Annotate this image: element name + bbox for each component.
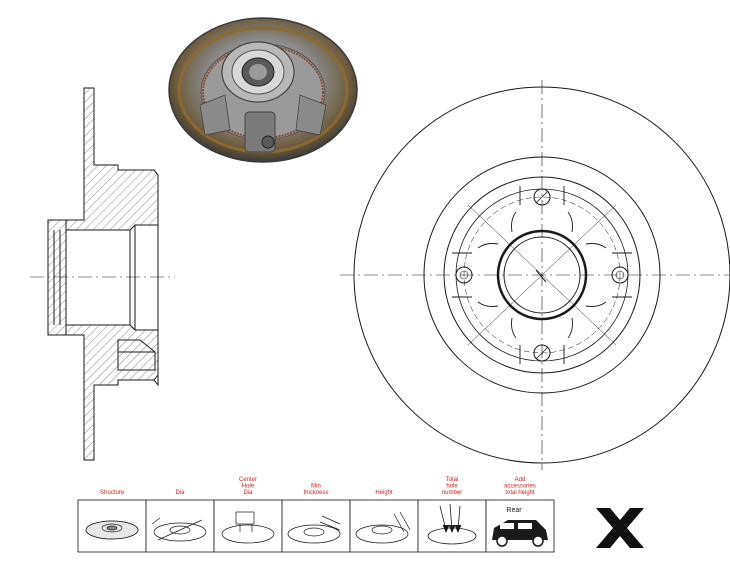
bolt-hole-left [455,266,473,284]
header-label-line: Center [239,477,257,483]
solid-disc-icon [85,520,139,540]
disc-section-view [30,87,175,461]
x-logo-icon [596,508,644,548]
min-thickness-icon [287,515,341,544]
header-label-line: Dia [243,490,253,496]
header-label-line: number [442,490,462,496]
header-label-line: Structure [100,490,125,496]
header-label-line: Hole [242,484,255,490]
header-label-line: total height [505,490,535,496]
header-label-line: thickness [303,490,328,496]
bolt-hole-right [611,266,629,284]
header-label-line: Min [311,484,321,490]
header-label-line: Add [515,477,526,483]
bolt-hole-bottom [533,344,551,362]
disc-diameter-icon [151,517,207,542]
bolt-holes-icon [427,503,477,545]
header-label-line: hole [446,484,458,490]
rear-label: Rear [506,507,522,514]
rear-car-icon: Rear [492,507,548,547]
bolt-hole-top [533,188,551,206]
header-label-4: Height [375,490,393,496]
hub-photo [168,17,358,163]
header-label-line: Height [375,490,393,496]
height-icon [355,511,411,544]
header-label-line: Total [446,477,459,483]
header-label-1: Dia [175,490,185,496]
header-label-line: Dia [175,490,185,496]
disc-front-view [340,80,730,470]
center-hole-icon [221,511,275,544]
header-label-0: Structure [100,490,125,496]
header-label-line: accessories [504,484,536,490]
